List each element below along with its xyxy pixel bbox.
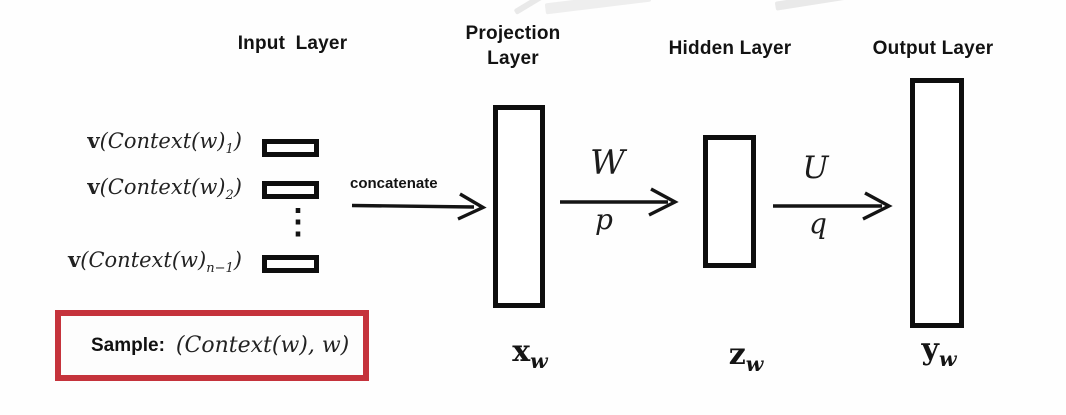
context-index: 1 [225, 142, 234, 158]
x-symbol: x [512, 334, 531, 369]
closing-paren: ) [233, 175, 242, 199]
context-index: n−1 [206, 261, 234, 277]
context-expression: (Context(w) [80, 248, 207, 272]
input-vector-box-n-1 [262, 255, 319, 273]
scan-streak-artifact [544, 0, 652, 15]
z-symbol: z [728, 337, 746, 372]
input-vector-label-1: v(Context(w)1) [10, 128, 242, 157]
sample-callout-box: Sample: (Context(w), w) [55, 310, 369, 381]
concatenate-arrow [351, 192, 487, 221]
projection-layer-box [493, 105, 545, 308]
input-vector-box-1 [262, 139, 319, 157]
vector-symbol: v [87, 174, 100, 199]
hidden-layer-heading: Hidden Layer [668, 38, 792, 59]
hidden-vector-label: zw [711, 337, 781, 376]
vertical-ellipsis: ⋮ [281, 202, 315, 242]
context-expression: (Context(w) [99, 175, 226, 199]
hidden-layer-box [703, 135, 756, 268]
input-vector-label-2: v(Context(w)2) [10, 174, 242, 203]
output-layer-box [910, 78, 964, 328]
closing-paren: ) [233, 129, 242, 153]
weight-matrix-W-label: W [590, 143, 625, 183]
closing-paren: ) [233, 248, 242, 272]
z-subscript: w [745, 352, 764, 376]
projection-layer-heading-line2: Layer [487, 48, 539, 69]
vector-symbol: v [87, 128, 100, 153]
vector-symbol: v [68, 247, 81, 272]
y-subscript: w [938, 347, 957, 371]
y-symbol: y [921, 332, 939, 367]
input-vector-box-2 [262, 181, 319, 199]
function-q-label: q [809, 207, 827, 240]
weight-matrix-U-label: U [802, 150, 829, 186]
projection-layer-heading-line1: Projection [465, 23, 561, 44]
output-vector-label: yw [904, 332, 974, 371]
output-layer-heading: Output Layer [872, 38, 994, 59]
concatenate-label: concatenate [350, 175, 438, 192]
context-index: 2 [225, 188, 234, 204]
sample-expression: (Context(w), w) [175, 333, 350, 358]
input-layer-heading: Input Layer [237, 33, 348, 54]
sample-label: Sample: [91, 334, 165, 356]
x-subscript: w [530, 349, 548, 373]
context-expression: (Context(w) [99, 129, 226, 153]
projection-layer-heading: Projection Layer [453, 21, 573, 71]
projection-vector-label: xw [495, 334, 565, 373]
input-vector-label-n-1: v(Context(w)n−1) [10, 247, 242, 276]
scan-streak-artifact [774, 0, 850, 11]
function-p-label: p [595, 203, 613, 236]
